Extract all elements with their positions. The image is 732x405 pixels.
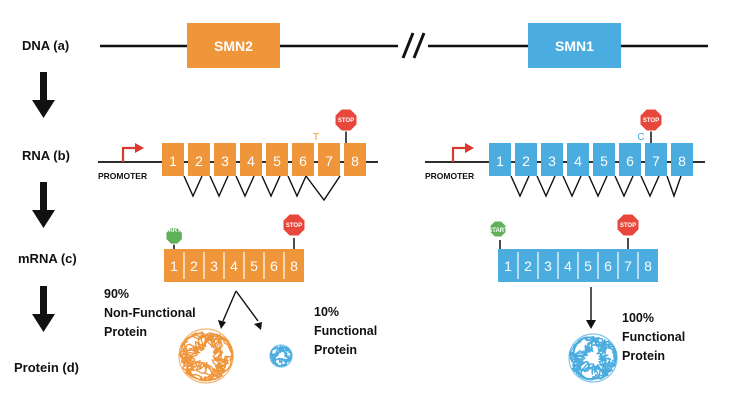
protein-scribble-icon <box>269 344 293 368</box>
exon-label: 3 <box>548 153 556 169</box>
exon-label: 6 <box>604 258 612 274</box>
svg-text:STOP: STOP <box>620 223 636 229</box>
svg-text:STOP: STOP <box>643 118 659 124</box>
exon-box <box>671 143 693 176</box>
exon-label: 3 <box>210 258 218 274</box>
row-label-protein: Protein (d) <box>14 360 79 375</box>
exon-label: 7 <box>325 153 333 169</box>
exon-label: 6 <box>626 153 634 169</box>
start-sign-icon: START <box>161 227 183 249</box>
exon-label: 5 <box>250 258 258 274</box>
svg-text:STOP: STOP <box>338 118 354 124</box>
exon-label: 4 <box>574 153 582 169</box>
promoter-arrow-icon <box>121 143 144 162</box>
exon-box <box>541 143 563 176</box>
promoter-label: PROMOTER <box>425 171 474 181</box>
nucleotide-label-smn1: C <box>637 132 644 143</box>
break-mark-icon <box>398 32 428 59</box>
rna-smn2: PROMOTER 1 2 3 4 5 6 7 8 T STOP <box>98 108 378 202</box>
exon-box <box>645 143 667 176</box>
stop-sign-icon: STOP <box>334 108 358 143</box>
row-label-dna: DNA (a) <box>22 38 69 53</box>
exon-label: 8 <box>351 153 359 169</box>
gene-label-smn2: SMN2 <box>214 38 253 54</box>
stop-sign-icon: STOP <box>282 213 306 249</box>
protein-scribble-icon <box>178 328 234 384</box>
exon-label: 4 <box>230 258 238 274</box>
exon-label: 8 <box>290 258 298 274</box>
exon-label: 4 <box>247 153 255 169</box>
down-arrow-icon <box>586 287 596 329</box>
exon-label: 1 <box>169 153 177 169</box>
svg-text:START: START <box>161 228 181 234</box>
down-arrow-icon <box>32 72 55 118</box>
exon-box <box>567 143 589 176</box>
gene-label-smn1: SMN1 <box>555 38 594 54</box>
svg-text:STOP: STOP <box>286 223 302 229</box>
exon-box <box>318 143 340 176</box>
exon-label: 7 <box>652 153 660 169</box>
exon-label: 2 <box>195 153 203 169</box>
exon-label: 5 <box>273 153 281 169</box>
exon-box <box>162 143 184 176</box>
exon-label: 1 <box>496 153 504 169</box>
protein-scribble-icon <box>568 333 618 383</box>
exon-box <box>344 143 366 176</box>
exon-label: 7 <box>624 258 632 274</box>
outcome-functional-smn2: 10% Functional Protein <box>314 305 381 357</box>
svg-text:START: START <box>488 228 508 234</box>
nucleotide-label-smn2: T <box>313 132 319 143</box>
exon-box <box>188 143 210 176</box>
exon-label: 8 <box>644 258 652 274</box>
exon-label: 2 <box>522 153 530 169</box>
exon-group: 1 2 3 4 5 6 7 8 <box>162 143 366 176</box>
row-label-rna: RNA (b) <box>22 148 70 163</box>
exon-label: 3 <box>544 258 552 274</box>
exon-box <box>619 143 641 176</box>
splice-lines <box>510 175 682 199</box>
exon-box <box>292 143 314 176</box>
down-arrow-icon <box>32 182 55 228</box>
start-sign-icon: START <box>488 220 508 249</box>
exon-box <box>489 143 511 176</box>
exon-group: 1 2 3 4 5 6 7 8 <box>489 143 693 176</box>
exon-label: 6 <box>270 258 278 274</box>
stop-sign-icon: STOP <box>616 213 640 249</box>
exon-label: 1 <box>170 258 178 274</box>
gene-box-smn1: SMN1 <box>528 23 621 68</box>
promoter-label: PROMOTER <box>98 171 147 181</box>
exon-label: 2 <box>190 258 198 274</box>
exon-label: 5 <box>600 153 608 169</box>
exon-label: 4 <box>564 258 572 274</box>
exon-box <box>214 143 236 176</box>
exon-box <box>240 143 262 176</box>
exon-label: 5 <box>584 258 592 274</box>
gene-box-smn2: SMN2 <box>187 23 280 68</box>
promoter-arrow-icon <box>451 143 474 162</box>
exon-label: 3 <box>221 153 229 169</box>
exon-label: 6 <box>299 153 307 169</box>
outcome-functional-smn1: 100% Functional Protein <box>622 311 689 363</box>
exon-box <box>266 143 288 176</box>
stop-sign-icon: STOP <box>639 108 663 143</box>
exon-label: 1 <box>504 258 512 274</box>
down-arrow-icon <box>32 286 55 332</box>
rna-smn1: PROMOTER 1 2 3 4 5 6 7 8 C STOP <box>425 108 705 199</box>
row-label-mrna: mRNA (c) <box>18 251 77 266</box>
split-arrows <box>218 290 262 330</box>
exon-label: 2 <box>524 258 532 274</box>
exon-box <box>515 143 537 176</box>
exon-label: 8 <box>678 153 686 169</box>
exon-box <box>593 143 615 176</box>
outcome-nonfunctional-smn2: 90% Non-Functional Protein <box>104 287 199 339</box>
splice-lines <box>183 175 341 202</box>
